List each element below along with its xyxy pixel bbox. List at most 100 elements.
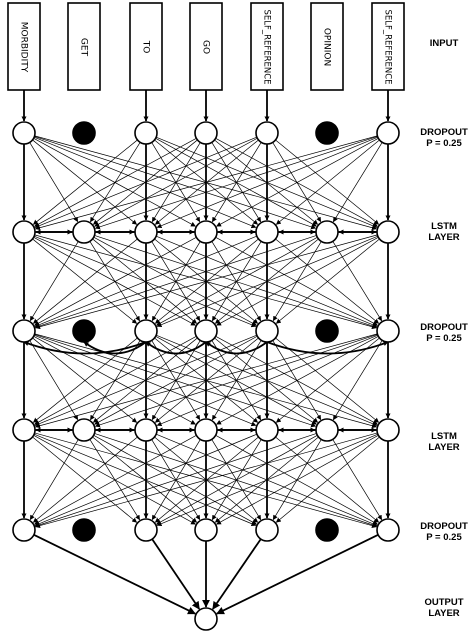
dropout-p-label: P = 0.25: [426, 138, 462, 149]
dense-connection: [92, 238, 198, 324]
dense-connection: [156, 435, 318, 525]
input-word: GO: [201, 40, 211, 54]
neuron: [12, 418, 36, 442]
dense-connection: [272, 340, 322, 421]
dropout-p-label: P = 0.25: [426, 333, 462, 344]
dense-connection: [275, 139, 380, 225]
dense-connection: [275, 436, 380, 523]
dense-connection: [275, 238, 380, 324]
dropped-neuron: [72, 319, 96, 343]
curved-arrow: [205, 341, 268, 355]
dense-connection: [94, 433, 378, 528]
neuron: [134, 220, 158, 244]
neurons: [12, 121, 400, 631]
dense-connection: [34, 334, 317, 428]
neuron: [255, 319, 279, 343]
dense-connection: [33, 335, 196, 425]
neuron: [376, 418, 400, 442]
output-connection: [33, 534, 196, 615]
dense-connection: [34, 335, 197, 425]
neuron: [134, 121, 158, 145]
label-lstm-2: LSTM LAYER: [414, 431, 474, 453]
neuron: [194, 319, 218, 343]
dense-connection: [29, 439, 79, 521]
lstm-label: LSTM: [431, 221, 457, 232]
dense-connection: [216, 137, 379, 227]
dense-connection: [332, 241, 383, 322]
dense-connection: [29, 340, 79, 421]
neuron: [376, 220, 400, 244]
input-box: [7, 2, 41, 91]
input-box: [129, 2, 163, 91]
curved-arrow: [83, 341, 147, 355]
dense-connection: [34, 236, 197, 326]
dense-connection: [29, 241, 79, 322]
dense-connection: [94, 235, 378, 329]
dropout-label: DROPOUT: [420, 322, 468, 333]
dense-connection: [34, 136, 317, 230]
neuron: [12, 220, 36, 244]
dense-connection: [34, 137, 197, 227]
input-word: SELF_REFERENCE: [383, 9, 393, 84]
dropped-neuron: [72, 518, 96, 542]
dense-connection: [332, 142, 383, 223]
dense-connection: [94, 334, 378, 428]
input-word: MORBIDITY: [19, 22, 29, 73]
input-box: [250, 2, 284, 91]
neuron: [134, 319, 158, 343]
neuron: [194, 220, 218, 244]
dense-connection: [215, 434, 378, 525]
neuron: [255, 220, 279, 244]
dense-connection: [32, 238, 138, 324]
dense-connection: [93, 236, 257, 326]
dense-connection: [32, 337, 138, 423]
dense-connection: [156, 334, 378, 427]
dense-connection: [215, 236, 378, 326]
lstm-label: LSTM: [431, 431, 457, 442]
neuron: [194, 518, 218, 542]
dense-connection: [34, 235, 317, 329]
input-box: [371, 2, 405, 91]
dense-connection: [93, 434, 257, 525]
dense-connection: [89, 439, 140, 521]
dense-connection: [332, 340, 383, 421]
dense-connection: [275, 238, 380, 324]
dense-connection: [35, 234, 378, 330]
dense-connection: [211, 439, 262, 521]
dense-connection: [29, 142, 79, 223]
dense-connection: [216, 434, 379, 525]
label-dropout-3: DROPOUT P = 0.25: [414, 521, 474, 543]
dropout-label: DROPOUT: [420, 127, 468, 138]
dense-connection: [35, 333, 378, 429]
neuron: [72, 418, 96, 442]
neuron: [255, 121, 279, 145]
dense-connection: [275, 436, 380, 523]
neuron: [194, 121, 218, 145]
output-connection: [212, 538, 262, 610]
neuron: [255, 518, 279, 542]
dense-connection: [34, 433, 317, 528]
dense-connection: [32, 238, 138, 324]
dense-connection: [332, 439, 383, 521]
curved-arrow: [23, 341, 147, 355]
output-neuron: [194, 607, 218, 631]
output-connection: [216, 534, 379, 615]
label-dropout-2: DROPOUT P = 0.25: [414, 322, 474, 344]
label-output: OUTPUT LAYER: [414, 597, 474, 619]
dense-connection: [89, 241, 140, 322]
dense-connection: [94, 335, 258, 425]
input-box: [310, 2, 344, 91]
dropped-neuron: [315, 121, 339, 145]
dense-connection: [32, 337, 138, 423]
input-word: TO: [141, 40, 151, 54]
dense-connection: [156, 433, 378, 527]
neuron: [72, 220, 96, 244]
input-box: [67, 2, 101, 91]
neuron: [12, 518, 36, 542]
lstm-layer-label: LAYER: [428, 442, 460, 453]
neuron: [134, 418, 158, 442]
dense-connection: [35, 432, 378, 529]
